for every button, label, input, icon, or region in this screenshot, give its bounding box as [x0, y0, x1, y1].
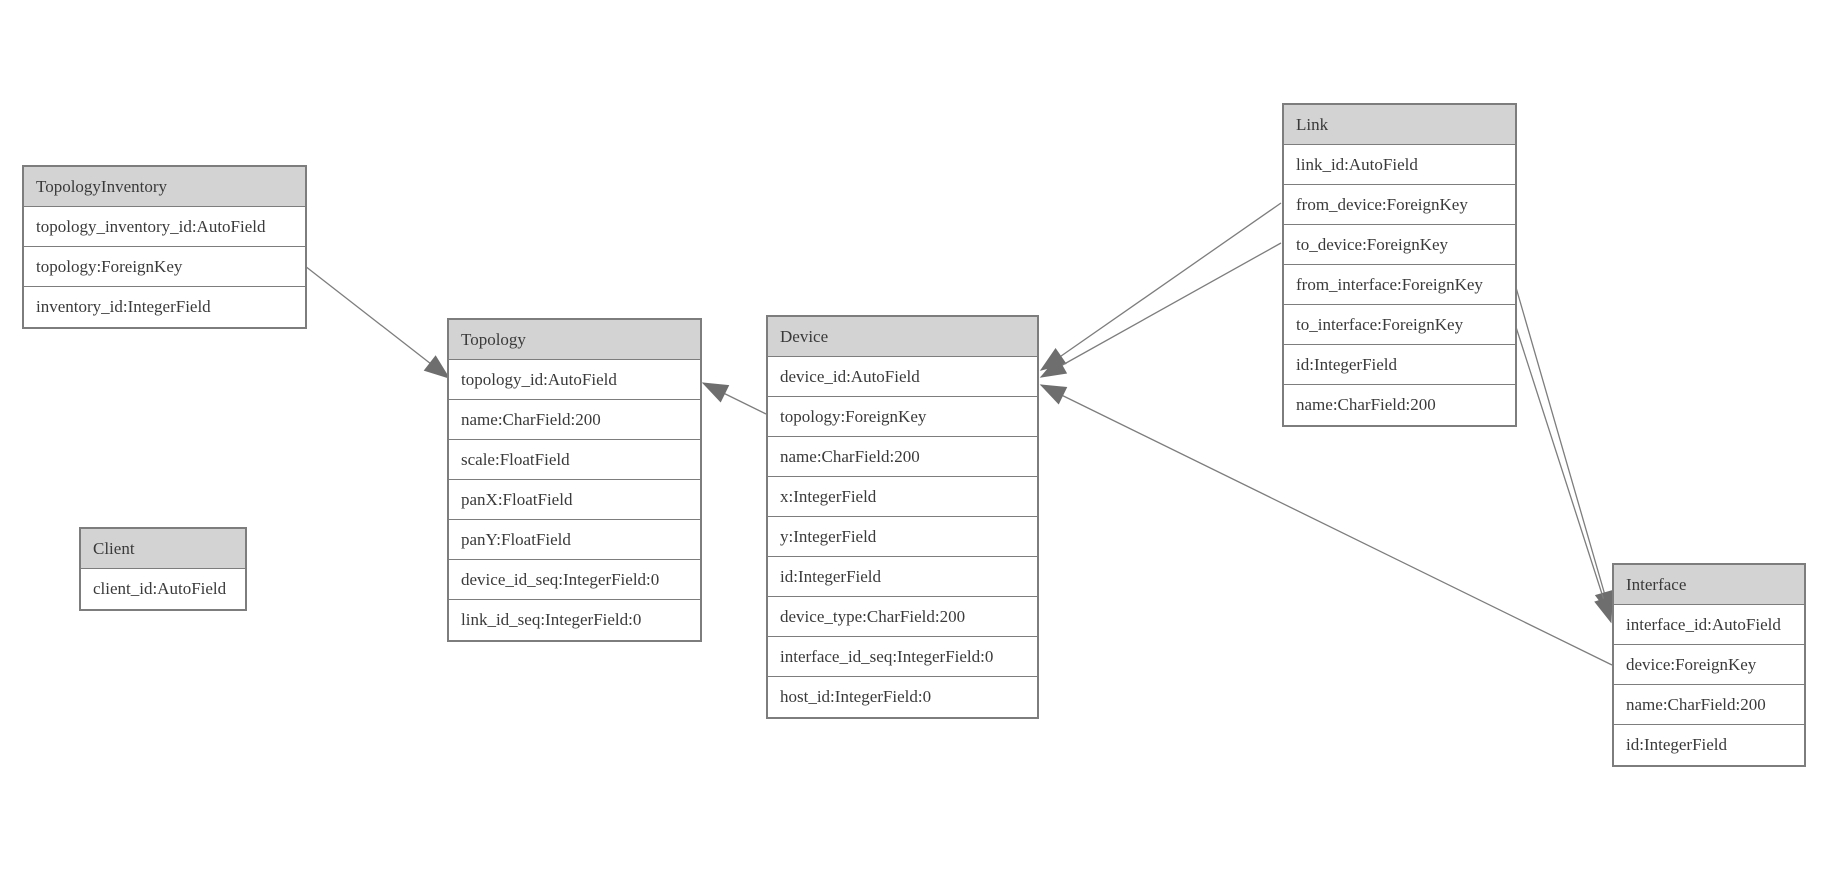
- entity-field-list: client_id:AutoField: [81, 569, 245, 609]
- field-row: client_id:AutoField: [81, 569, 245, 609]
- edge-link-fromdevice-device: [1039, 202, 1282, 371]
- field-row: link_id:AutoField: [1284, 145, 1515, 185]
- edge-interface-device: [1039, 384, 1613, 666]
- field-row: to_interface:ForeignKey: [1284, 305, 1515, 345]
- field-row: panX:FloatField: [449, 480, 700, 520]
- entity-table-client: Client client_id:AutoField: [79, 527, 247, 611]
- field-row: topology:ForeignKey: [24, 247, 305, 287]
- edge-link-tointerface-interface: [1514, 323, 1613, 624]
- entity-header: Link: [1284, 105, 1515, 145]
- field-row: id:IntegerField: [1614, 725, 1804, 765]
- entity-header: TopologyInventory: [24, 167, 305, 207]
- field-row: name:CharField:200: [1614, 685, 1804, 725]
- field-row: id:IntegerField: [768, 557, 1037, 597]
- edge-topologyinventory-topology: [304, 265, 451, 379]
- field-row: name:CharField:200: [449, 400, 700, 440]
- entity-table-topologyinventory: TopologyInventory topology_inventory_id:…: [22, 165, 307, 329]
- entity-header: Device: [768, 317, 1037, 357]
- field-row: topology:ForeignKey: [768, 397, 1037, 437]
- field-row: panY:FloatField: [449, 520, 700, 560]
- entity-header: Client: [81, 529, 245, 569]
- field-row: interface_id:AutoField: [1614, 605, 1804, 645]
- field-row: link_id_seq:IntegerField:0: [449, 600, 700, 640]
- field-row: name:CharField:200: [768, 437, 1037, 477]
- field-row: y:IntegerField: [768, 517, 1037, 557]
- field-row: device_id:AutoField: [768, 357, 1037, 397]
- entity-header: Interface: [1614, 565, 1804, 605]
- field-row: device_type:CharField:200: [768, 597, 1037, 637]
- field-row: scale:FloatField: [449, 440, 700, 480]
- edge-link-todevice-device: [1039, 242, 1282, 378]
- field-row: name:CharField:200: [1284, 385, 1515, 425]
- field-row: device:ForeignKey: [1614, 645, 1804, 685]
- field-row: device_id_seq:IntegerField:0: [449, 560, 700, 600]
- entity-header: Topology: [449, 320, 700, 360]
- edge-device-topology: [701, 382, 767, 415]
- field-row: inventory_id:IntegerField: [24, 287, 305, 327]
- field-row: id:IntegerField: [1284, 345, 1515, 385]
- field-row: host_id:IntegerField:0: [768, 677, 1037, 717]
- field-row: to_device:ForeignKey: [1284, 225, 1515, 265]
- field-row: topology_id:AutoField: [449, 360, 700, 400]
- field-row: topology_inventory_id:AutoField: [24, 207, 305, 247]
- field-row: interface_id_seq:IntegerField:0: [768, 637, 1037, 677]
- field-row: from_interface:ForeignKey: [1284, 265, 1515, 305]
- field-row: from_device:ForeignKey: [1284, 185, 1515, 225]
- edge-link-frominterface-interface: [1514, 283, 1614, 618]
- field-row: x:IntegerField: [768, 477, 1037, 517]
